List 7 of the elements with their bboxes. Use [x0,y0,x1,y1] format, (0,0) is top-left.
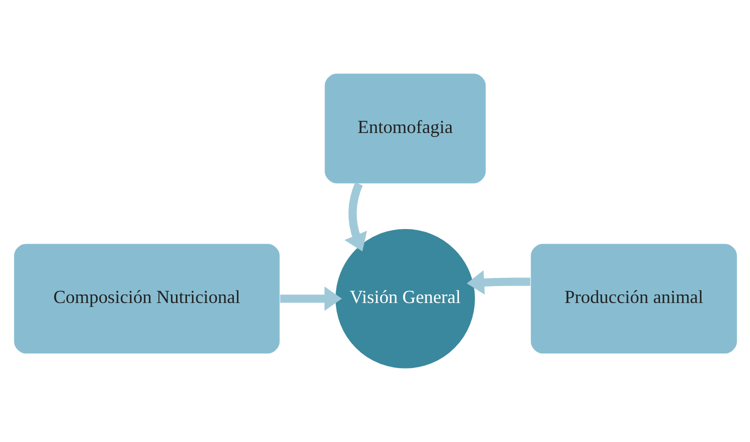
node-box: Composición Nutricional [12,242,280,355]
node-circle: Visión General [334,228,476,370]
arrow [280,286,342,311]
node-box: Producción animal [529,242,738,355]
node-box: Entomofagia [323,72,486,184]
arrow [344,182,366,252]
arrow [466,270,530,295]
